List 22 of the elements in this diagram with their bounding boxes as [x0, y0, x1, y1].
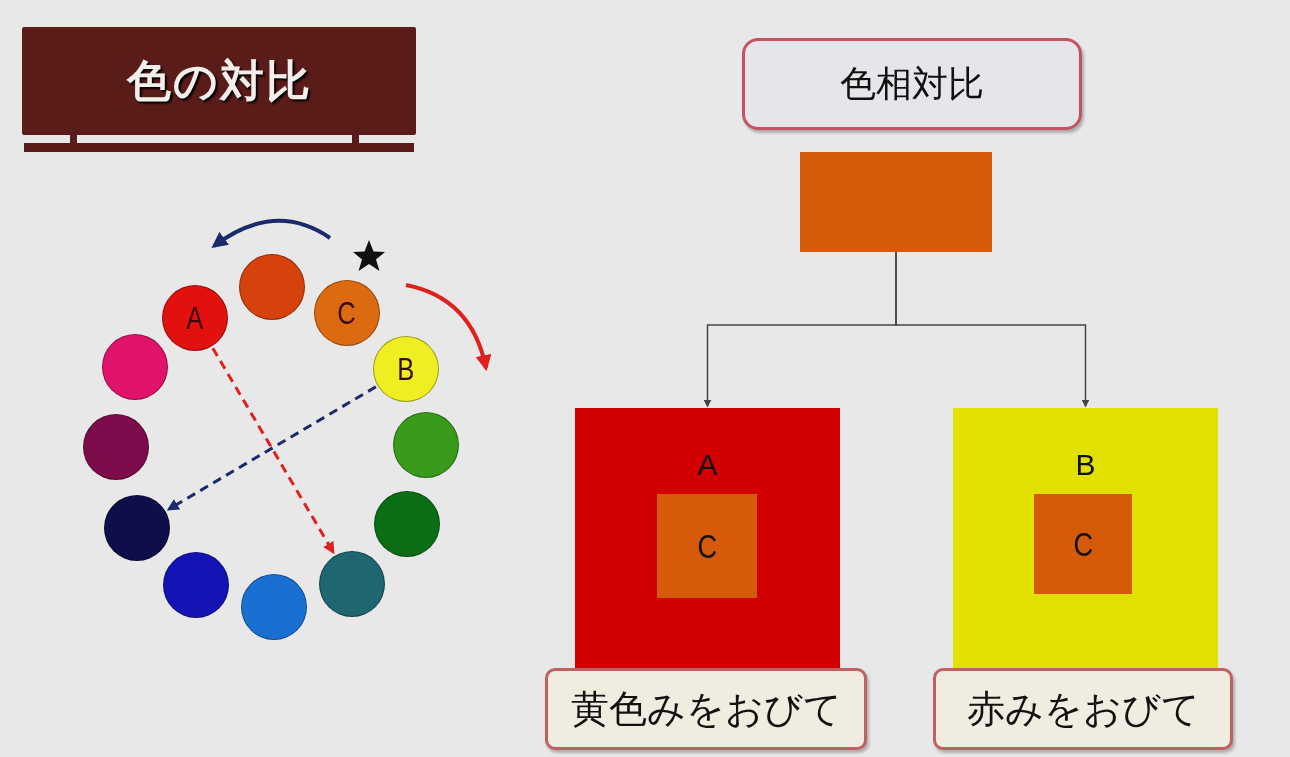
color-square	[657, 494, 757, 598]
color-square	[953, 408, 1218, 668]
arrow	[166, 385, 377, 511]
heading-box	[742, 38, 1082, 130]
square-letter: C	[1073, 524, 1093, 564]
heading-text: 色相対比	[840, 61, 984, 106]
arrow	[895, 251, 1090, 408]
color-square	[1034, 494, 1132, 594]
circle-letter: B	[397, 350, 415, 388]
caption-box	[933, 668, 1233, 750]
square-letter: C	[697, 526, 717, 566]
title-text: 色の対比	[126, 53, 312, 108]
circle-letter: A	[186, 299, 204, 337]
circle-letter: C	[337, 294, 357, 332]
caption-box	[545, 668, 867, 750]
arrow	[211, 347, 335, 555]
square-letter: B	[1074, 448, 1097, 482]
color-swatch	[800, 152, 992, 252]
color-square	[575, 408, 840, 668]
square-letter: A	[696, 448, 719, 482]
caption-text: 黄色みをおびて	[570, 685, 842, 733]
caption-text: 赤みをおびて	[966, 685, 1200, 733]
